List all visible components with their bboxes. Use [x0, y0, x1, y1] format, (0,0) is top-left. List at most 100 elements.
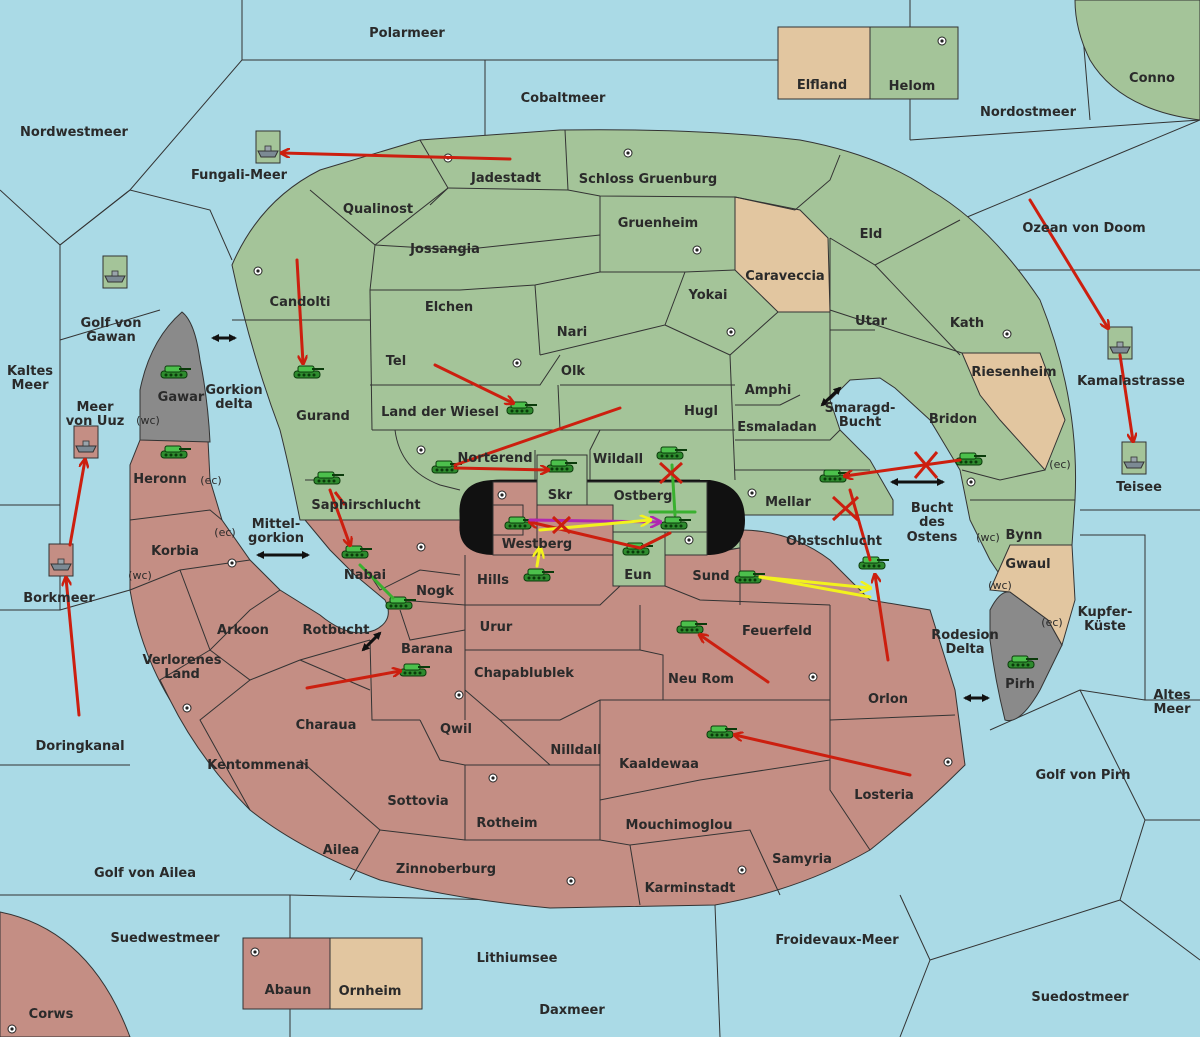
- label-rotheim: Rotheim: [476, 816, 537, 831]
- label-bynn: Bynn: [1006, 528, 1043, 543]
- label-olk: Olk: [561, 364, 586, 379]
- label-golf-von-gawan-1: Golf von: [81, 316, 142, 331]
- label-schloss-gruenburg: Schloss Gruenburg: [579, 172, 717, 187]
- label-rotbucht: Rotbucht: [303, 623, 370, 638]
- label-neu-rom: Neu Rom: [668, 672, 734, 687]
- label-helom: Helom: [889, 79, 936, 94]
- label-ornheim: Ornheim: [339, 984, 402, 999]
- label-gorkion-delta-1: Gorkion: [205, 383, 262, 398]
- red-province-borders: [129, 509, 956, 906]
- province-corws[interactable]: [0, 911, 131, 1037]
- label-meer-von-uuz-2: von Uuz: [66, 414, 125, 429]
- label-bridon: Bridon: [929, 412, 977, 427]
- label-cobaltmeer: Cobaltmeer: [521, 91, 606, 106]
- label-polarmeer: Polarmeer: [369, 26, 445, 41]
- label-lithiumsee: Lithiumsee: [477, 951, 558, 966]
- label-nogk: Nogk: [416, 584, 454, 599]
- label-coast-wc-gwaul: (wc): [988, 579, 1012, 592]
- label-meer-von-uuz-1: Meer: [77, 400, 115, 415]
- label-corws: Corws: [29, 1007, 74, 1022]
- label-korbia: Korbia: [151, 544, 199, 559]
- label-coast-ec-heronn: (ec): [200, 474, 221, 487]
- label-sund: Sund: [692, 569, 729, 584]
- label-yokai: Yokai: [687, 288, 727, 303]
- label-kupfer-kueste-2: Küste: [1084, 619, 1126, 634]
- label-nordostmeer: Nordostmeer: [980, 105, 1077, 120]
- label-bucht-des-ostens-3: Ostens: [907, 530, 958, 545]
- label-coast-ec-korbia: (ec): [214, 526, 235, 539]
- label-norterend: Norterend: [457, 451, 532, 466]
- label-karminstadt: Karminstadt: [645, 881, 736, 896]
- label-doringkanal: Doringkanal: [35, 739, 124, 754]
- label-kentommenai: Kentommenai: [207, 758, 308, 773]
- label-ozean-von-doom: Ozean von Doom: [1022, 221, 1145, 236]
- label-eun: Eun: [624, 568, 651, 583]
- label-candolti: Candolti: [270, 295, 331, 310]
- label-charaua: Charaua: [296, 718, 357, 733]
- label-qualinost: Qualinost: [343, 202, 413, 217]
- label-utar: Utar: [855, 314, 888, 329]
- label-elfland: Elfland: [797, 78, 847, 93]
- label-nari: Nari: [557, 325, 588, 340]
- label-suedostmeer: Suedostmeer: [1031, 990, 1129, 1005]
- label-gorkion-delta-2: delta: [215, 397, 253, 412]
- label-zinnoberburg: Zinnoberburg: [396, 862, 496, 877]
- label-amphi: Amphi: [745, 383, 792, 398]
- label-heronn: Heronn: [133, 472, 187, 487]
- label-ostberg: Ostberg: [614, 489, 673, 504]
- label-coast-wc-korbia: (wc): [128, 569, 152, 582]
- legend-elfland-box: [777, 26, 871, 100]
- label-gawar: Gawar: [158, 390, 205, 405]
- label-saphirschlucht: Saphirschlucht: [311, 498, 420, 513]
- label-gruenheim: Gruenheim: [618, 216, 698, 231]
- green-province-borders: [232, 129, 1075, 546]
- label-smaragd-bucht-1: Smaragd-: [825, 401, 896, 416]
- label-nordwestmeer: Nordwestmeer: [20, 125, 128, 140]
- province-gwaul[interactable]: [989, 544, 1076, 647]
- label-ailea: Ailea: [323, 843, 360, 858]
- label-mittel-gorkion-2: gorkion: [248, 531, 304, 546]
- label-kaaldewaa: Kaaldewaa: [619, 757, 699, 772]
- label-fungali-meer: Fungali-Meer: [191, 168, 288, 183]
- label-arkoon: Arkoon: [217, 623, 269, 638]
- label-abaun: Abaun: [265, 983, 312, 998]
- label-losteria: Losteria: [854, 788, 914, 803]
- label-kupfer-kueste-1: Kupfer-: [1078, 605, 1133, 620]
- label-rodesion-delta-2: Delta: [945, 642, 984, 657]
- label-obstschlucht: Obstschlucht: [786, 534, 882, 549]
- label-smaragd-bucht-2: Bucht: [839, 415, 881, 430]
- label-elchen: Elchen: [425, 300, 473, 315]
- label-tel: Tel: [386, 354, 406, 369]
- label-mouchimoglou: Mouchimoglou: [626, 818, 733, 833]
- label-samyria: Samyria: [772, 852, 832, 867]
- label-sottovia: Sottovia: [387, 794, 448, 809]
- label-nabai: Nabai: [344, 568, 386, 583]
- label-eld: Eld: [860, 227, 883, 242]
- label-kaltes-meer-1: Kaltes: [7, 364, 53, 379]
- label-kaltes-meer-2: Meer: [12, 378, 50, 393]
- label-daxmeer: Daxmeer: [539, 1003, 605, 1018]
- label-golf-von-gawan-2: Gawan: [86, 330, 135, 345]
- label-orlon: Orlon: [868, 692, 908, 707]
- label-jossangia: Jossangia: [409, 242, 480, 257]
- label-bucht-des-ostens-1: Bucht: [911, 501, 953, 516]
- label-pirh: Pirh: [1005, 677, 1035, 692]
- label-coast-ec-gwaul: (ec): [1041, 616, 1062, 629]
- label-froidevaux-meer: Froidevaux-Meer: [775, 933, 899, 948]
- label-wildall: Wildall: [593, 452, 643, 467]
- province-conno[interactable]: [1074, 0, 1200, 121]
- label-coast-ec-bynn: (ec): [1049, 458, 1070, 471]
- label-gwaul: Gwaul: [1005, 557, 1050, 572]
- label-verlorenes-land-2: Land: [164, 667, 200, 682]
- label-esmaladan: Esmaladan: [737, 420, 817, 435]
- label-skr: Skr: [548, 488, 573, 503]
- failed-order-marks: [333, 451, 939, 535]
- label-kamalastrasse: Kamalastrasse: [1077, 374, 1185, 389]
- label-hugl: Hugl: [684, 404, 718, 419]
- label-urur: Urur: [480, 620, 513, 635]
- label-feuerfeld: Feuerfeld: [742, 624, 812, 639]
- legend-ornheim-box: [329, 937, 423, 1010]
- label-coast-wc-gawar: (wc): [136, 414, 160, 427]
